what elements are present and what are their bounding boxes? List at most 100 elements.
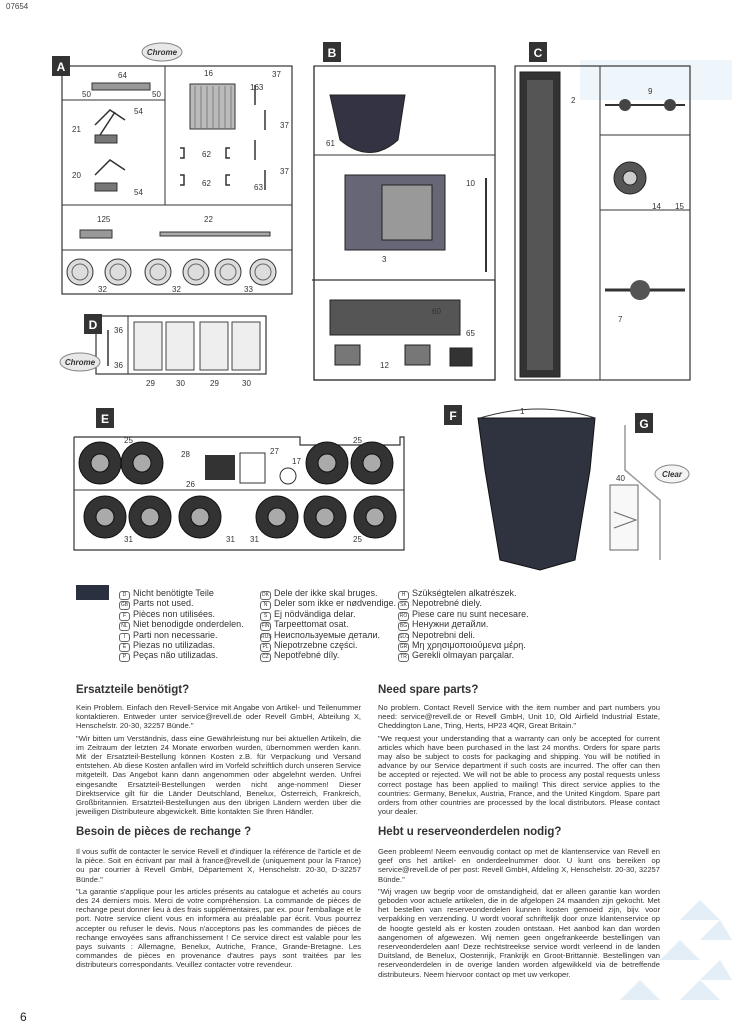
language-flag-icon: TR — [398, 653, 409, 663]
sprue-f — [477, 408, 596, 571]
legend-text: Ненужни детайли. — [412, 619, 489, 630]
legend-text: Piezas no utilizadas. — [133, 639, 216, 650]
part-number: 12 — [380, 361, 389, 370]
sprue-letter: E — [101, 412, 109, 426]
part-number: 10 — [466, 179, 475, 188]
part-number: 62 — [202, 179, 211, 188]
part-number: 37 — [280, 167, 289, 176]
part-number: 25 — [353, 535, 362, 544]
paragraph: "La garantie s'applique pour les article… — [76, 886, 361, 970]
chrome-badge: Chrome — [59, 352, 101, 372]
part-number: 37 — [280, 121, 289, 130]
part-number: 50 — [152, 90, 161, 99]
part-number: 60 — [432, 307, 441, 316]
sprue-letter-badges: A B C D E F G — [52, 42, 653, 433]
part-number: 2 — [571, 96, 576, 105]
language-flag-icon: F — [119, 611, 130, 621]
document-number: 07654 — [6, 2, 29, 11]
language-flag-icon: D — [119, 591, 130, 600]
legend-text: Peças não utilizadas. — [133, 650, 219, 661]
language-flag-icon: E — [119, 642, 130, 652]
paragraph: "Wir bitten um Verständnis, dass eine Ge… — [76, 733, 361, 817]
part-number: 32 — [98, 285, 107, 294]
sprue-a — [61, 65, 293, 295]
language-flag-icon: GR — [398, 642, 409, 652]
sprue-letter: F — [449, 409, 456, 423]
paragraph: No problem. Contact Revell Service with … — [378, 703, 660, 731]
legend-text: Piese care nu sunt necesare. — [412, 608, 529, 619]
part-number: 31 — [226, 535, 235, 544]
sprue-e — [73, 436, 405, 551]
part-number: 33 — [244, 285, 253, 294]
legend-text: Nicht benötigte Teile — [133, 588, 214, 598]
clear-badge-label: Clear — [662, 470, 683, 479]
legend-text: Niepotrzebne części. — [274, 639, 358, 650]
section-body-fr: Il vous suffit de contacter le service R… — [76, 847, 361, 973]
part-number: 125 — [97, 215, 111, 224]
sprue-letter: D — [89, 318, 98, 332]
language-flag-icon: FIN — [260, 622, 271, 632]
part-number: 29 — [210, 379, 219, 388]
part-number: 29 — [146, 379, 155, 388]
language-flag-icon: H — [398, 591, 409, 600]
legend-text: Неиспользуемые детали. — [274, 629, 381, 640]
part-number: 27 — [270, 447, 279, 456]
part-number: 61 — [326, 139, 335, 148]
part-number: 30 — [242, 379, 251, 388]
chrome-badge-label: Chrome — [147, 48, 178, 57]
part-number: 40 — [616, 474, 625, 483]
section-body-de: Kein Problem. Einfach den Revell-Service… — [76, 703, 361, 819]
legend-text: Niet benodigde onderdelen. — [133, 619, 244, 630]
sprue-letter: A — [57, 60, 66, 74]
part-number: 20 — [72, 171, 81, 180]
language-flag-icon: SK — [398, 601, 409, 611]
language-flag-icon: RUS — [260, 632, 272, 642]
section-title-nl: Hebt u reserveonderdelen nodig? — [378, 826, 562, 838]
section-title-fr: Besoin de pièces de rechange ? — [76, 826, 252, 838]
language-flag-icon: BG — [398, 622, 409, 632]
legend-text: Gerekli olmayan parçalar. — [412, 650, 515, 661]
legend-text: Parts not used. — [133, 598, 194, 609]
language-flag-icon: CZ — [260, 653, 271, 663]
legend-text: Szükségtelen alkatrészek. — [412, 588, 517, 598]
chrome-badge-label: Chrome — [65, 358, 96, 367]
sprue-d — [95, 315, 267, 375]
part-number: 64 — [118, 71, 127, 80]
part-number: 14 — [652, 202, 661, 211]
section-body-en: No problem. Contact Revell Service with … — [378, 703, 660, 819]
part-number: 21 — [72, 125, 81, 134]
sprue-diagram: A B C D E F G Chrome Chrome Clear 64 50 50… — [52, 42, 732, 600]
sprue-c — [514, 65, 691, 381]
part-number: 62 — [202, 150, 211, 159]
sprue-letter: G — [639, 417, 648, 431]
decorative-pattern — [620, 900, 732, 1000]
clear-badge: Clear — [654, 464, 690, 484]
part-number: 36 — [114, 361, 123, 370]
paragraph: Kein Problem. Einfach den Revell-Service… — [76, 703, 361, 731]
page-number: 6 — [20, 1010, 27, 1024]
part-number: 63 — [254, 183, 263, 192]
part-number: 50 — [82, 90, 91, 99]
legend-text: Nepotřebné díly. — [274, 650, 340, 661]
part-number: 32 — [172, 285, 181, 294]
sprue-letter: C — [534, 46, 543, 60]
part-number: 31 — [124, 535, 133, 544]
chrome-badge: Chrome — [141, 42, 183, 62]
part-number: 25 — [124, 436, 133, 445]
legend-text: Pièces non utilisées. — [133, 608, 216, 619]
